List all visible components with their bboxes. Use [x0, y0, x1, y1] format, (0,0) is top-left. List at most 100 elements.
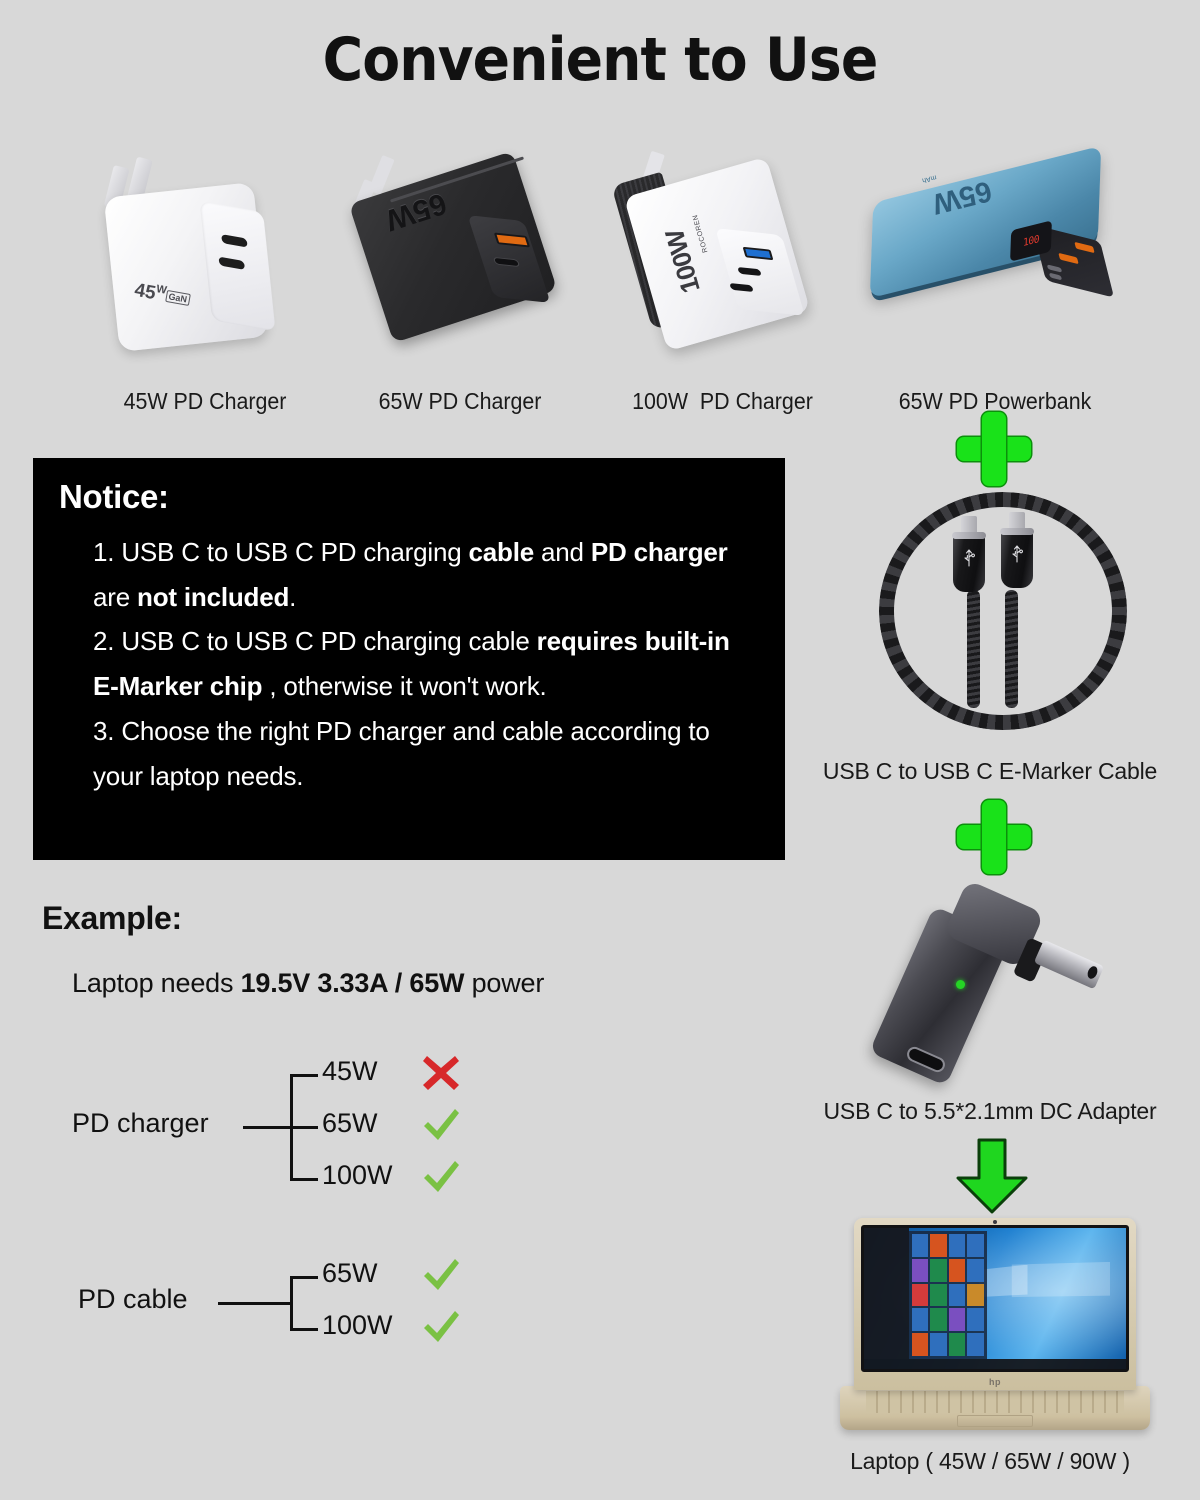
notice-emphasis: requires built-in E-Marker chip [93, 626, 730, 702]
usb-c-connector-icon [952, 516, 986, 604]
wall-charger-white-black-icon: ROCOREN 100W [595, 140, 850, 370]
product-card-65w-charger: 65W 65W PD Charger [335, 140, 585, 415]
tree-branch [290, 1328, 318, 1331]
trackpad-icon [957, 1415, 1033, 1427]
option-tree-pd-charger: PD charger 45W 65W 100W [0, 1040, 560, 1216]
notice-text: Choose the right PD charger and cable ac… [93, 715, 710, 791]
product-card-100w-charger: ROCOREN 100W 100W PD Charger [595, 140, 850, 415]
notice-emphasis: not included [137, 581, 290, 612]
adapter-caption: USB C to 5.5*2.1mm DC Adapter [823, 1098, 1157, 1124]
product-card-45w-charger: 45WGaN 45W PD Charger [80, 140, 330, 415]
notice-emphasis: PD charger [590, 537, 728, 567]
wall-charger-black-icon: 65W [335, 140, 585, 370]
start-menu-tile [911, 1308, 929, 1332]
tree-spine [290, 1276, 293, 1328]
cross-icon [423, 1056, 459, 1090]
start-menu-tile [911, 1283, 929, 1307]
start-menu-tile [948, 1308, 966, 1332]
start-menu-tile [967, 1308, 985, 1332]
notice-item-number: 1. [93, 537, 122, 567]
page-title: Convenient to Use [322, 25, 879, 95]
tree-option-value: 100W [322, 1310, 393, 1340]
start-menu-tile [967, 1333, 985, 1357]
usb-c-cable-icon [855, 470, 1155, 740]
tree-option-value: 45W [322, 1056, 378, 1086]
usb-c-connector-icon [1000, 512, 1034, 600]
notice-text: are [93, 581, 138, 612]
notice-text: , otherwise it won't work. [262, 671, 547, 702]
tree-branch [290, 1178, 318, 1181]
notice-text: USB C to USB C PD charging cable [121, 626, 537, 657]
notice-heading: Notice: [59, 478, 169, 515]
check-icon [424, 1161, 459, 1192]
start-menu-tile [948, 1283, 966, 1307]
taskbar [864, 1359, 1126, 1369]
start-menu-tile [911, 1233, 929, 1257]
led-display-value: 100 [1022, 233, 1040, 249]
notice-text: and [534, 537, 591, 567]
notice-item-number: 2. [93, 626, 122, 657]
requirement-suffix: power [464, 968, 545, 998]
start-menu-tile [911, 1258, 929, 1282]
notice-item: 3. Choose the right PD charger and cable… [59, 709, 759, 798]
start-menu-tile [911, 1333, 929, 1357]
dc-adapter-icon [869, 879, 1130, 1090]
option-tree-pd-cable: PD cable 65W 100W [0, 1242, 560, 1366]
start-menu-tile [948, 1333, 966, 1357]
start-menu-tile [967, 1283, 985, 1307]
start-menu-tile [930, 1283, 947, 1307]
tree-stem [218, 1302, 291, 1305]
webcam-icon [993, 1220, 997, 1224]
arrow-down-icon [956, 1138, 1028, 1214]
check-icon [424, 1259, 459, 1290]
wall-charger-white-icon: 45WGaN [80, 140, 330, 370]
notice-item: 2. USB C to USB C PD charging cable requ… [59, 619, 759, 708]
start-menu-tile [967, 1258, 985, 1282]
plus-icon [957, 800, 1031, 874]
example-requirement: Laptop needs 19.5V 3.33A / 65W power [72, 968, 544, 999]
start-menu-tile [948, 1258, 966, 1282]
product-caption: 65W PD Powerbank [898, 388, 1092, 414]
usb-trident-icon [964, 549, 975, 567]
check-icon [424, 1311, 459, 1342]
product-caption: 45W PD Charger [123, 388, 287, 414]
usb-trident-icon [1012, 545, 1023, 563]
tree-option-value: 65W [322, 1108, 378, 1138]
start-menu-tile [930, 1233, 947, 1257]
plus-icon [957, 412, 1031, 486]
laptop-icon: hp [840, 1218, 1150, 1433]
tree-stem [243, 1126, 291, 1129]
tree-option-value: 100W [322, 1160, 393, 1190]
laptop-caption: Laptop ( 45W / 65W / 90W ) [850, 1448, 1130, 1474]
tree-option-value: 65W [322, 1258, 378, 1288]
keyboard-icon [866, 1391, 1124, 1413]
tree-label: PD cable [78, 1284, 188, 1314]
product-caption: 65W PD Charger [378, 388, 542, 414]
notice-box: Notice: 1. USB C to USB C PD charging ca… [33, 458, 785, 860]
powerbank-icon: 100 mAh 65W [855, 140, 1135, 370]
start-menu-tile [948, 1233, 966, 1257]
start-menu-tiles [908, 1230, 988, 1360]
tree-branch [290, 1276, 318, 1279]
brand-logo: hp [989, 1377, 1001, 1387]
product-caption: 100W PD Charger [632, 388, 813, 414]
check-icon [424, 1109, 459, 1140]
led-indicator-icon [956, 980, 965, 989]
start-menu-tile [930, 1308, 947, 1332]
example-heading: Example: [42, 900, 182, 936]
powerbank-unit-label: mAh [921, 173, 938, 184]
notice-text: . [289, 581, 297, 612]
notice-text: USB C to USB C PD charging [121, 537, 469, 567]
requirement-prefix: Laptop needs [72, 968, 241, 998]
notice-item-number: 3. [93, 715, 122, 746]
laptop-screen [861, 1225, 1129, 1372]
notice-item: 1. USB C to USB C PD charging cable and … [59, 530, 759, 619]
start-menu-tile [967, 1233, 985, 1257]
notice-item-list: 1. USB C to USB C PD charging cable and … [59, 530, 759, 798]
tree-label: PD charger [72, 1108, 209, 1138]
tree-branch [290, 1074, 318, 1077]
requirement-value: 19.5V 3.33A / 65W [240, 968, 465, 998]
product-card-powerbank: 100 mAh 65W 65W PD Powerbank [855, 140, 1135, 415]
notice-emphasis: cable [468, 537, 535, 567]
